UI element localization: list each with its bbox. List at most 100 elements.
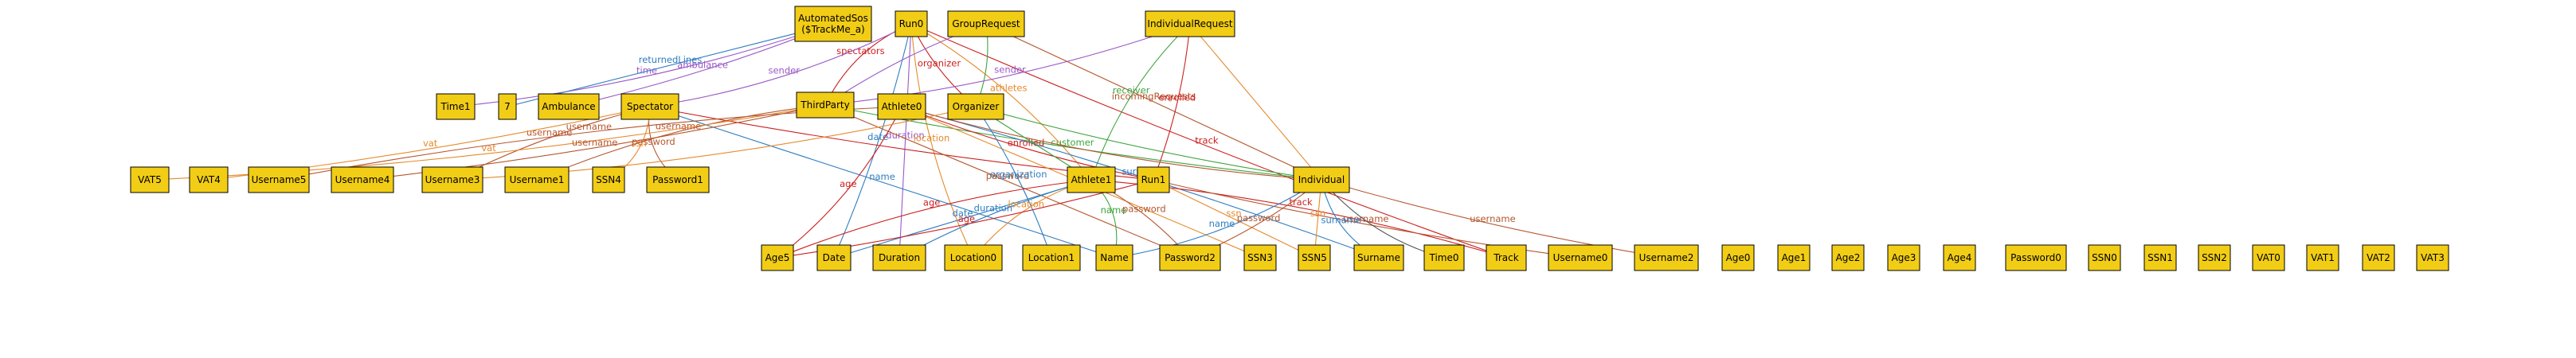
node-label: VAT3 (2421, 252, 2445, 263)
edge-run0-to-track (910, 23, 1507, 259)
node-label: Age3 (1892, 252, 1916, 263)
node-box (1067, 166, 1116, 193)
node-box (1721, 244, 1755, 271)
edge-label: organizer (918, 57, 961, 68)
node-box (794, 6, 872, 42)
node-box (895, 10, 928, 37)
edge-label: organization (990, 169, 1047, 180)
edge-label: username (572, 137, 618, 148)
node-label: Duration (879, 252, 920, 263)
edge-run0-to-location0 (910, 23, 974, 259)
node-ssn3: SSN3 (1243, 244, 1277, 271)
edge-athlete0-to-individual (901, 106, 1322, 181)
node-label: IndividualRequest (1147, 18, 1232, 29)
node-label: Password2 (1165, 252, 1216, 263)
node-box (796, 91, 855, 119)
node-spectator: Spectator (621, 93, 679, 120)
node-box (331, 166, 394, 193)
node-label: ($TrackMe_a) (801, 24, 865, 35)
node-ssn2: SSN2 (2198, 244, 2231, 271)
node-label: SSN1 (2147, 252, 2173, 263)
node-box (1145, 10, 1235, 37)
edge-label: sender (994, 64, 1026, 76)
node-label: Athlete1 (1071, 174, 1112, 185)
edge-label: track (1289, 197, 1313, 208)
edge-individual-request-to-athlete1 (1090, 23, 1191, 181)
node-box (947, 93, 1004, 120)
edge-label: duration (974, 203, 1012, 214)
edge-label: enrolled (1158, 92, 1196, 103)
node-label: SSN2 (2202, 252, 2227, 263)
edge-label: vat (481, 142, 496, 154)
edge-label: location (914, 133, 950, 144)
node-run1: Run1 (1137, 166, 1170, 193)
node-label: Password1 (652, 174, 703, 185)
edge-individual-request-to-run1 (1153, 23, 1191, 181)
edge-label: vat (423, 138, 438, 149)
node-box (2143, 244, 2177, 271)
node-label: Age0 (1726, 252, 1751, 263)
node-box (436, 93, 476, 120)
node-location1: Location1 (1022, 244, 1081, 271)
edge-individual-to-name (1114, 179, 1322, 259)
edge-label: age (840, 178, 856, 189)
node-box (1777, 244, 1811, 271)
node-label: Age4 (1948, 252, 1972, 263)
node-location0: Location0 (944, 244, 1003, 271)
node-box (944, 244, 1003, 271)
node-label: ThirdParty (800, 99, 849, 111)
node-label: Athlete0 (882, 101, 922, 112)
edge-label: username (1470, 213, 1516, 224)
edge-individual-request-to-individual (1189, 23, 1322, 181)
node-automated-sos: AutomatedSos($TrackMe_a) (794, 6, 872, 42)
node-box (1943, 244, 1976, 271)
edge-label: ssn (1226, 208, 1241, 219)
node-label: SSN3 (1247, 252, 1273, 263)
node-box (1423, 244, 1465, 271)
node-label: Location0 (950, 252, 996, 263)
node-box (816, 244, 851, 271)
edge-label: password (1122, 204, 1166, 215)
node-label: Date (823, 252, 846, 263)
node-label: VAT1 (2311, 252, 2335, 263)
node-label: Ambulance (542, 101, 595, 112)
node-vat3: VAT3 (2416, 244, 2449, 271)
node-surname: Surname (1353, 244, 1404, 271)
node-seven: 7 (498, 93, 517, 120)
node-box (2252, 244, 2285, 271)
node-box (1095, 244, 1133, 271)
node-ssn0: SSN0 (2088, 244, 2121, 271)
node-box (130, 166, 170, 193)
node-box (872, 244, 926, 271)
node-age5: Age5 (761, 244, 794, 271)
edge-run1-to-ssn5 (1153, 179, 1315, 259)
edge-run0-to-spectator (649, 23, 912, 107)
node-label: Age1 (1782, 252, 1807, 263)
edge-label: spectators (836, 45, 885, 56)
node-label: VAT2 (2367, 252, 2390, 263)
node-organizer: Organizer (947, 93, 1004, 120)
node-label: SSN5 (1302, 252, 1327, 263)
node-athlete1: Athlete1 (1067, 166, 1116, 193)
edge-label: track (1195, 135, 1219, 146)
node-age1: Age1 (1777, 244, 1811, 271)
edge-label: sender (768, 64, 800, 76)
node-duration: Duration (872, 244, 926, 271)
node-box (248, 166, 310, 193)
node-ambulance: Ambulance (538, 93, 600, 120)
node-box (1243, 244, 1277, 271)
node-username1: Username1 (504, 166, 570, 193)
node-label: 7 (504, 101, 511, 112)
node-vat5: VAT5 (130, 166, 170, 193)
node-ssn1: SSN1 (2143, 244, 2177, 271)
edge-label: surname (1321, 214, 1361, 225)
node-username3: Username3 (421, 166, 483, 193)
node-box (646, 166, 710, 193)
node-label: GroupRequest (952, 18, 1020, 29)
node-label: Username4 (335, 174, 390, 185)
node-individual-request: IndividualRequest (1145, 10, 1235, 37)
node-name: Name (1095, 244, 1133, 271)
node-box (761, 244, 794, 271)
